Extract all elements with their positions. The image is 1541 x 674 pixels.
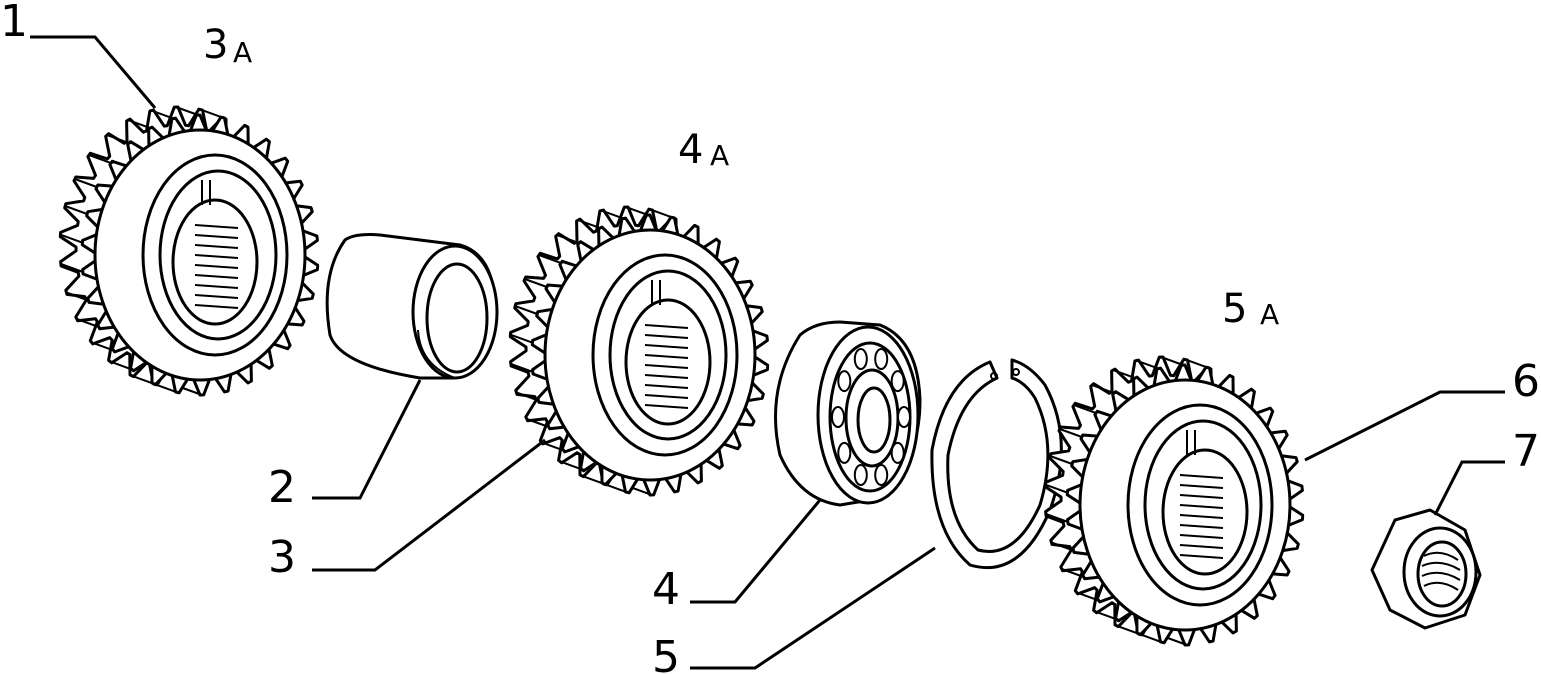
- leader-line-5: [690, 546, 936, 670]
- gear-tag-3a-suffix: A: [233, 36, 252, 69]
- callout-1: 1: [0, 0, 28, 47]
- gear-tag-5a-number: 5: [1222, 286, 1247, 332]
- gear-tag-3a-number: 3: [203, 22, 228, 68]
- leader-line-1: [30, 35, 157, 109]
- gear-tag-5a-suffix: A: [1260, 298, 1279, 331]
- bearing-part-4: [774, 320, 922, 507]
- leader-line-7: [1433, 460, 1505, 516]
- leader-line-6: [1304, 390, 1505, 462]
- callout-2: 2: [268, 462, 296, 513]
- leader-line-3: [312, 438, 546, 572]
- callout-3: 3: [268, 532, 296, 583]
- callout-4: 4: [652, 564, 680, 615]
- snap-ring-part-5: [930, 358, 1063, 570]
- nut-part-7: [1370, 508, 1482, 630]
- gear-tag-4a-suffix: A: [710, 139, 729, 172]
- gear-part-6: [1043, 355, 1305, 647]
- leader-line-2: [312, 379, 422, 500]
- gear-tag-4a-number: 4: [678, 127, 703, 173]
- leader-line-4: [690, 499, 822, 604]
- callout-7: 7: [1512, 426, 1540, 477]
- gear-part-3: [508, 205, 770, 497]
- leader-lines: [30, 35, 1505, 670]
- callout-5: 5: [652, 632, 680, 674]
- callout-6: 6: [1512, 356, 1540, 407]
- sleeve-part-2: [325, 233, 499, 380]
- gear-part-1: [58, 105, 320, 397]
